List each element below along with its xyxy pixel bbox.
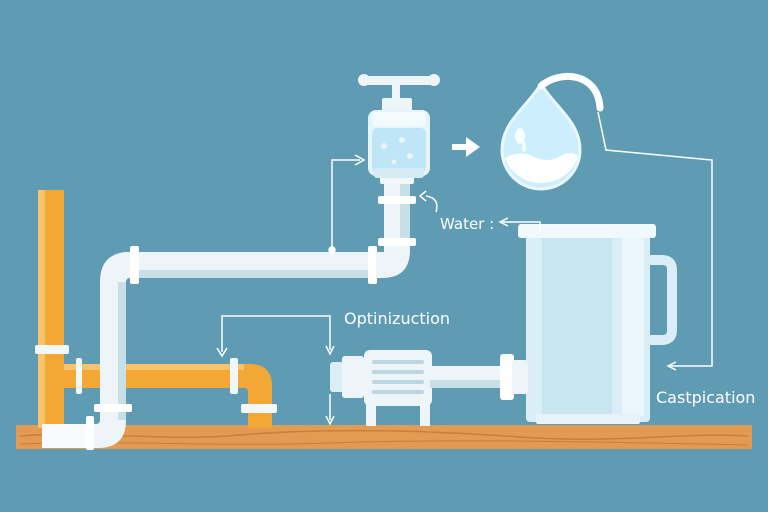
pump-icon — [330, 350, 528, 426]
right-arrow-icon — [452, 137, 480, 157]
label-optimization: Optinizuction — [344, 309, 450, 328]
white-pipe — [42, 174, 416, 450]
connector-optimization — [221, 315, 331, 352]
connector-water-label — [425, 195, 438, 213]
orange-horizontal-pipe — [64, 358, 277, 428]
connector-castpication — [597, 111, 713, 367]
water-drop-icon — [500, 72, 604, 191]
label-castpication: Castpication — [656, 388, 755, 407]
label-water: Water : — [440, 215, 494, 233]
connector-faucet — [331, 159, 360, 250]
connector-lines — [216, 111, 713, 426]
ground — [16, 425, 752, 449]
faucet-icon — [358, 74, 440, 178]
orange-vertical-pipe — [35, 190, 69, 428]
connector-tank — [502, 221, 541, 232]
tank-icon — [518, 224, 677, 424]
